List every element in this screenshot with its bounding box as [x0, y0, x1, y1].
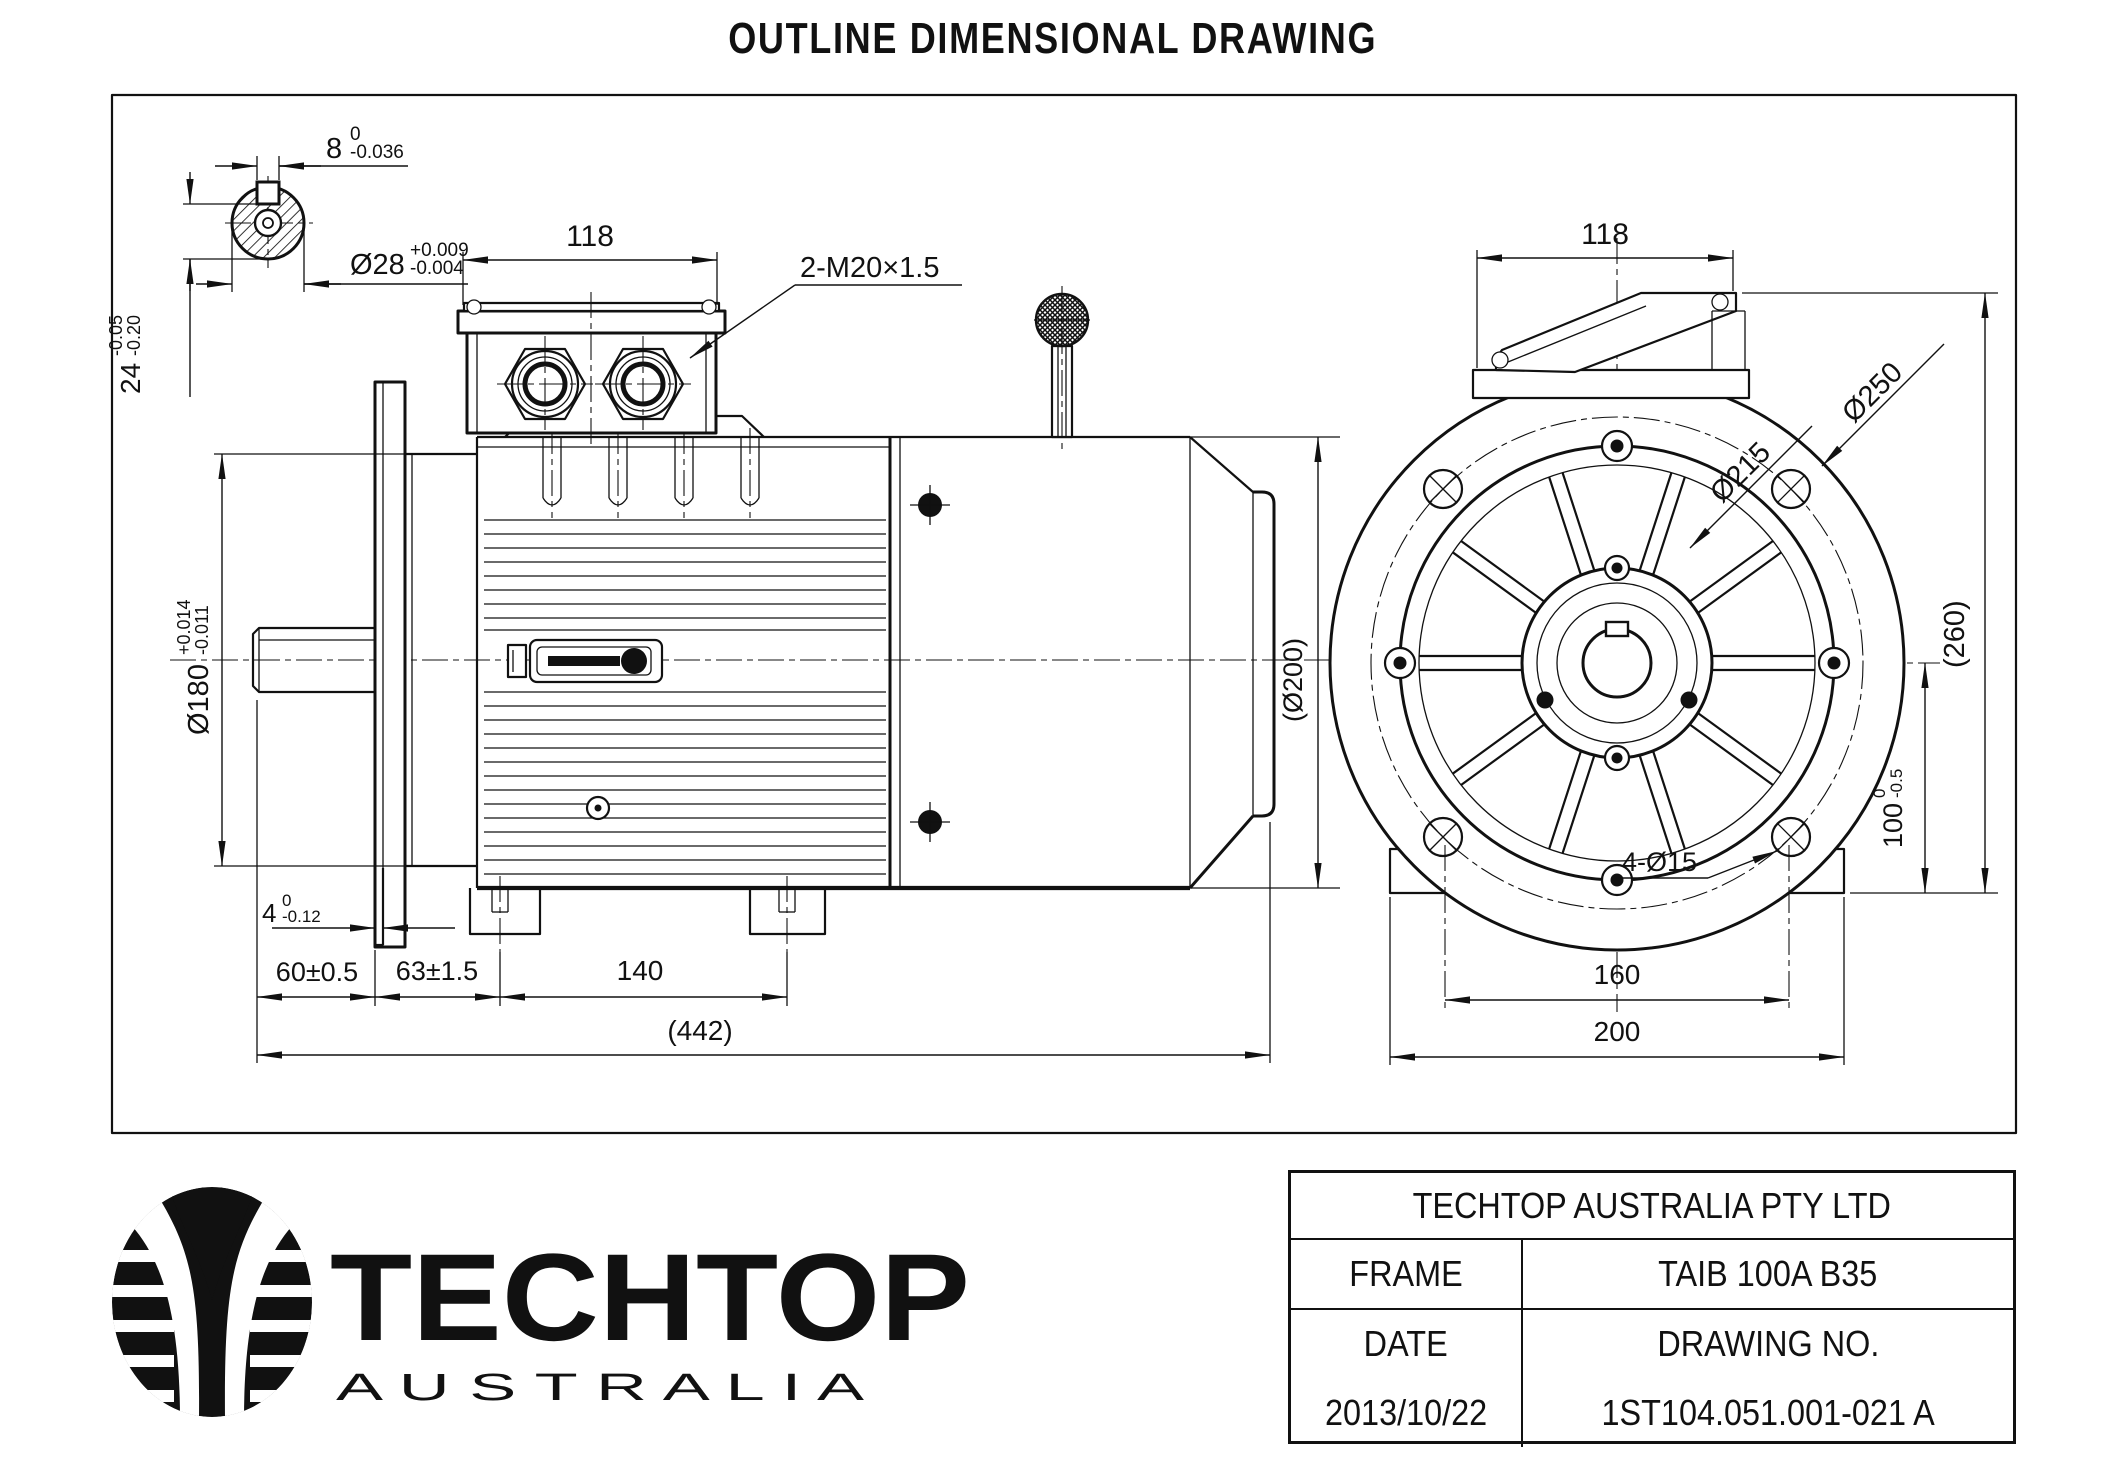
dim-keyway-depth: 24 -0.05 -0.20 — [97, 307, 146, 394]
logo-region-text: A U S T R A L I A — [336, 1367, 865, 1409]
motor-side-view — [170, 286, 1332, 949]
dim-flange-thickness: 4 0 -0.12 — [262, 882, 321, 928]
dim-flange-to-foot: 63±1.5 — [396, 956, 478, 986]
dim-terminalbox-width-side: 118 — [566, 220, 614, 253]
frame-value-cell: TAIB 100A B35 — [1658, 1253, 1878, 1294]
date-value: 2013/10/22 — [1324, 1391, 1488, 1433]
svg-text:24 -0.05 -0.20: 24 -0.05 -0.20 — [97, 307, 146, 394]
motor-front-view — [1328, 238, 1940, 1012]
svg-text:Ø180 +0.014 -0: Ø180 +0.014 -0.011 — [165, 591, 215, 735]
date-label: DATE — [1363, 1323, 1449, 1365]
svg-text:Ø250: Ø250 — [1836, 356, 1909, 429]
techtop-logo: TECHTOP A U S T R A L I A — [112, 1187, 970, 1417]
tie-bolts — [542, 428, 760, 518]
dim-flange-holes: 4-Ø15 — [1622, 847, 1697, 877]
terminal-box-side — [456, 292, 727, 445]
lifting-eyebolt — [1034, 286, 1090, 450]
page-title: OUTLINE DIMENSIONAL DRAWING — [728, 14, 1378, 63]
dim-foot-hole-spacing: 160 — [1594, 959, 1641, 990]
svg-text:(260): (260) — [1939, 600, 1971, 668]
dim-overall-height: (260) — [1939, 600, 1971, 668]
title-block-company: TECHTOP AUSTRALIA PTY LTD — [1291, 1173, 2013, 1240]
logo-brand-text: TECHTOP — [330, 1229, 970, 1367]
frame-label-cell: FRAME — [1291, 1240, 1523, 1308]
dim-fan-cover-diameter: (Ø200) — [1278, 638, 1308, 722]
svg-text:100 0 -0.5: 100 0 -0.5 — [1861, 769, 1908, 848]
techtop-emblem-icon — [112, 1187, 312, 1417]
dim-spigot-diameter: Ø180 +0.014 -0.011 — [165, 591, 215, 735]
mounting-feet-side — [468, 888, 827, 936]
flange-bolt-hole — [1422, 468, 1812, 858]
dim-keyway-width: 8 0 -0.036 — [326, 115, 404, 165]
fan-cover-screws — [1383, 429, 1851, 897]
cable-gland — [497, 336, 593, 430]
dim-foot-width: 200 — [1594, 1016, 1641, 1047]
drawing-border — [110, 93, 2018, 1135]
side-view-dimensions — [214, 252, 1340, 1063]
title-block: TECHTOP AUSTRALIA PTY LTD FRAME TAIB 100… — [1288, 1170, 2016, 1447]
cooling-fins — [484, 519, 886, 875]
dim-shaft-diameter: Ø28 +0.009 -0.004 — [350, 231, 477, 281]
cable-gland — [595, 336, 691, 430]
dim-terminalbox-width-front: 118 — [1581, 218, 1629, 251]
dim-overall-length: (442) — [667, 1015, 732, 1046]
drawing-no-value: 1ST104.051.001-021 A — [1601, 1391, 1935, 1433]
dim-shaft-height: 100 0 -0.5 — [1861, 769, 1908, 848]
dim-foot-spacing: 140 — [617, 955, 664, 986]
fan-cover-spokes — [1419, 472, 1815, 854]
front-view-dimensions — [1389, 250, 1998, 1065]
dim-shaft-extension: 60±0.5 — [276, 957, 358, 987]
svg-text:(Ø200): (Ø200) — [1278, 638, 1308, 722]
terminal-box-front — [1471, 291, 1751, 400]
shaft-section-detail — [183, 156, 468, 397]
dim-flange-od: Ø250 — [1836, 356, 1909, 429]
drawing-no-label: DRAWING NO. — [1657, 1323, 1879, 1365]
dim-cable-glands: 2-M20×1.5 — [800, 252, 939, 284]
